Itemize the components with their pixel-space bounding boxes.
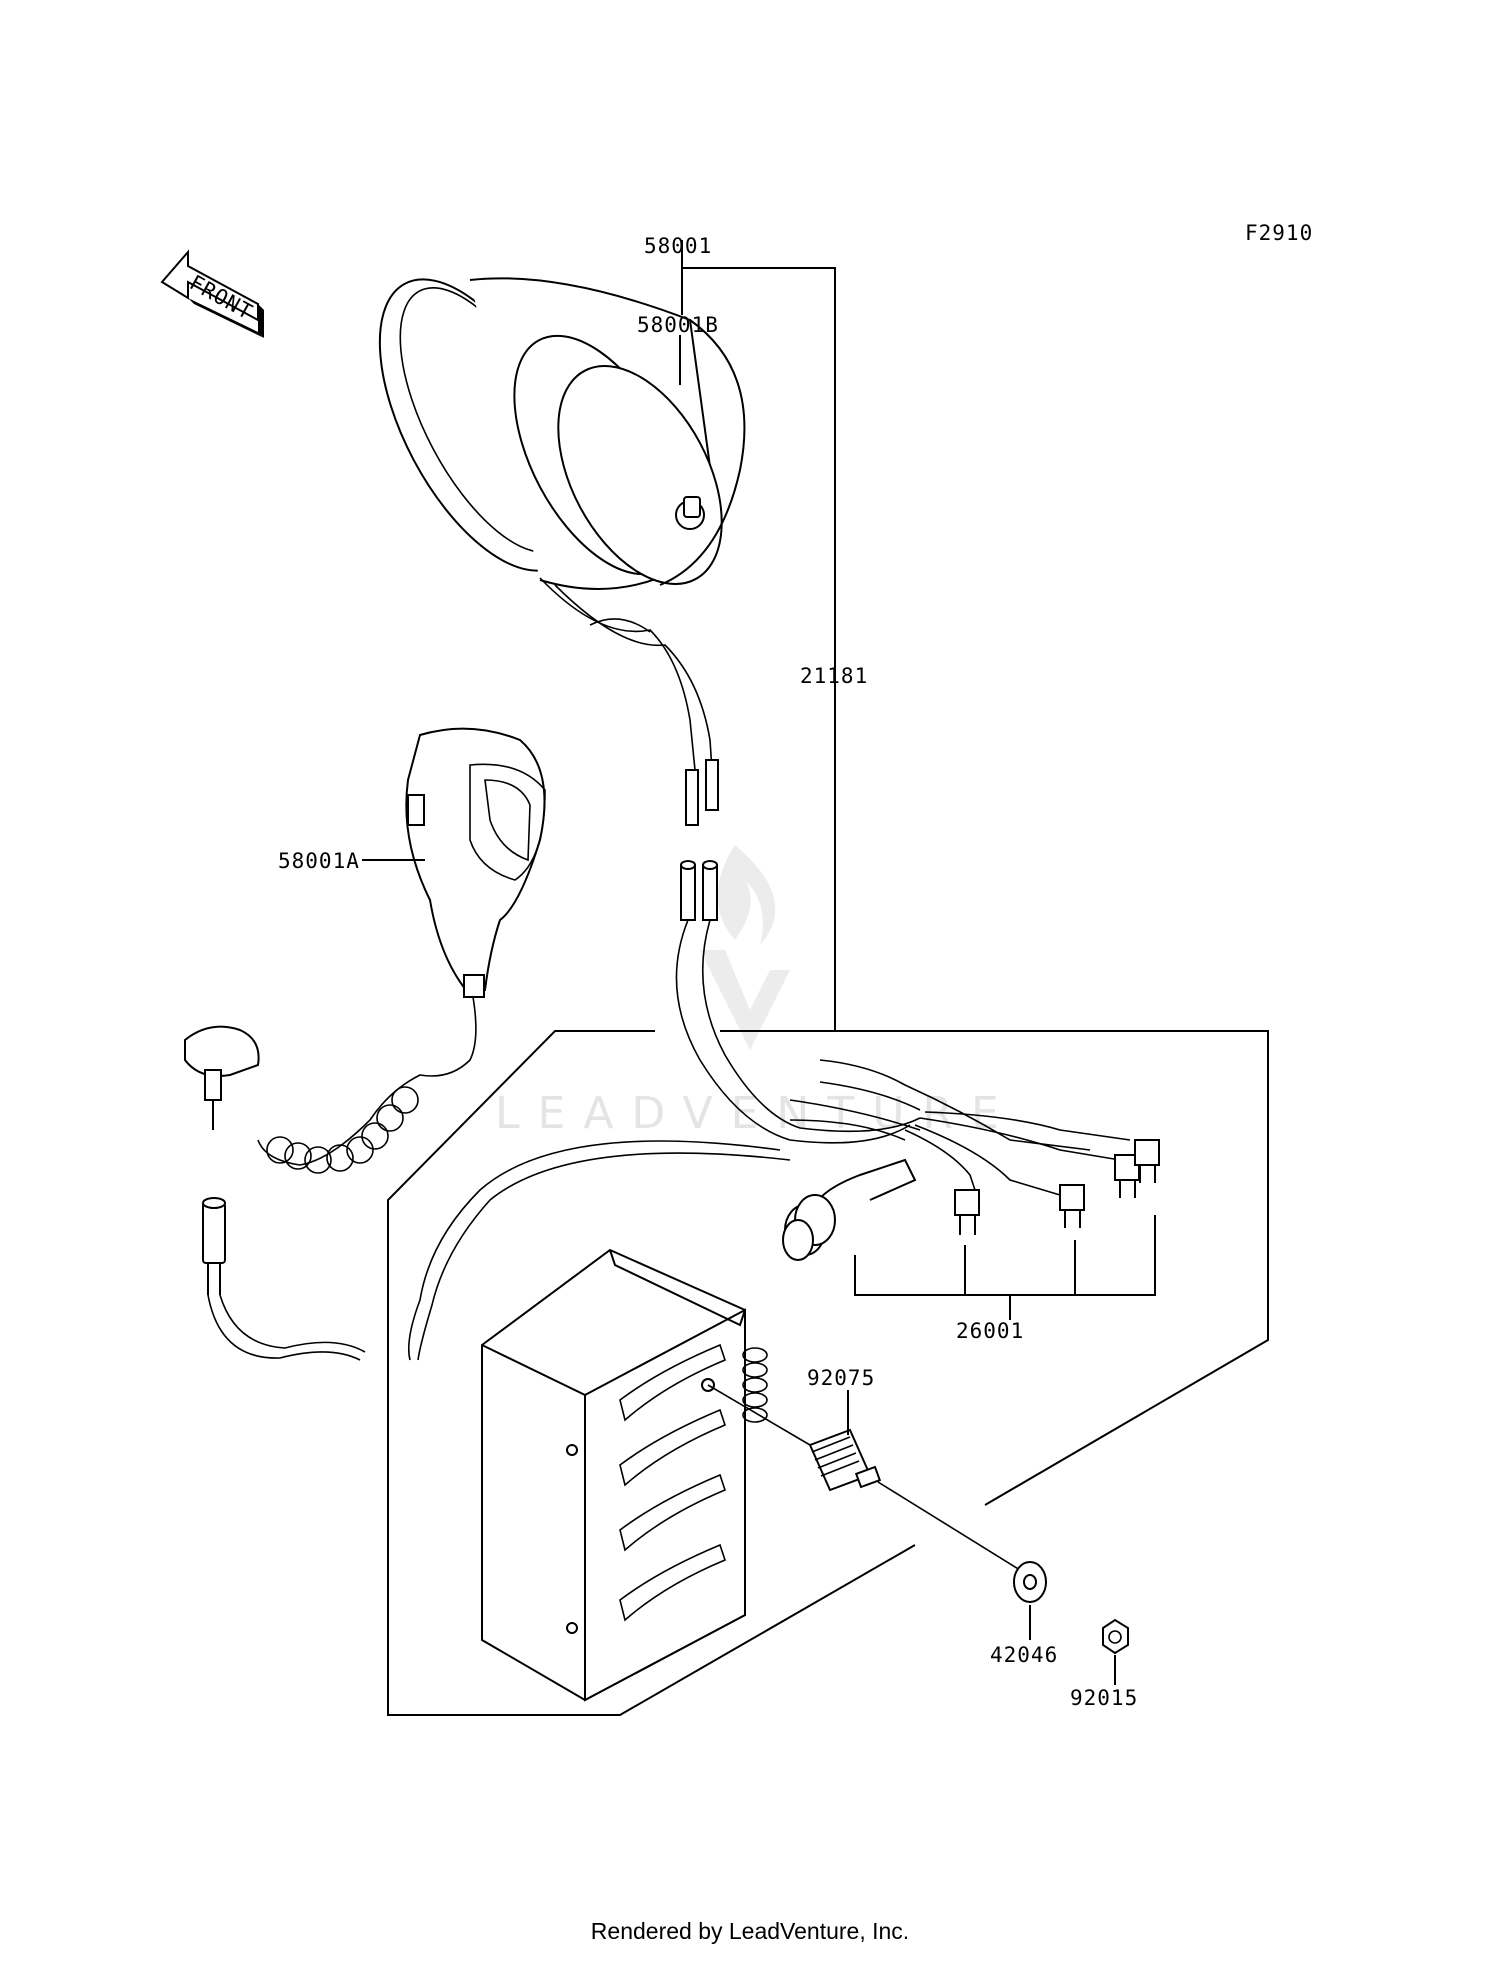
part-label-21181[interactable]: 21181 [800,664,868,688]
part-label-58001B[interactable]: 58001B [637,313,719,337]
washer-42046 [1013,1561,1047,1603]
watermark-text: LEADVENTURE [495,1088,1017,1139]
part-label-58001[interactable]: 58001 [644,234,712,258]
part-label-26001[interactable]: 26001 [956,1319,1024,1343]
microphone-58001A [184,727,546,1174]
part-label-92075[interactable]: 92075 [807,1366,875,1390]
part-label-42046[interactable]: 42046 [990,1643,1058,1667]
part-label-92015[interactable]: 92015 [1070,1686,1138,1710]
diagram-code: F2910 [1245,221,1313,245]
radio-unit [481,1248,768,1702]
part-label-58001A[interactable]: 58001A [278,849,360,873]
watermark: LEADVENTURE [495,845,1017,1139]
wire-harness [407,860,1160,1361]
speaker-58001B [378,277,746,826]
assembly-outline [387,1030,916,1716]
group-bracket-58001 [681,267,836,1030]
bolt-92075 [707,1384,1021,1571]
nut-92015 [1102,1618,1129,1655]
leader-lines [362,240,1116,1685]
front-arrow-icon: FRONT [160,249,264,338]
footer-credit: Rendered by LeadVenture, Inc. [590,1918,910,1944]
audio-plug [202,1197,366,1361]
